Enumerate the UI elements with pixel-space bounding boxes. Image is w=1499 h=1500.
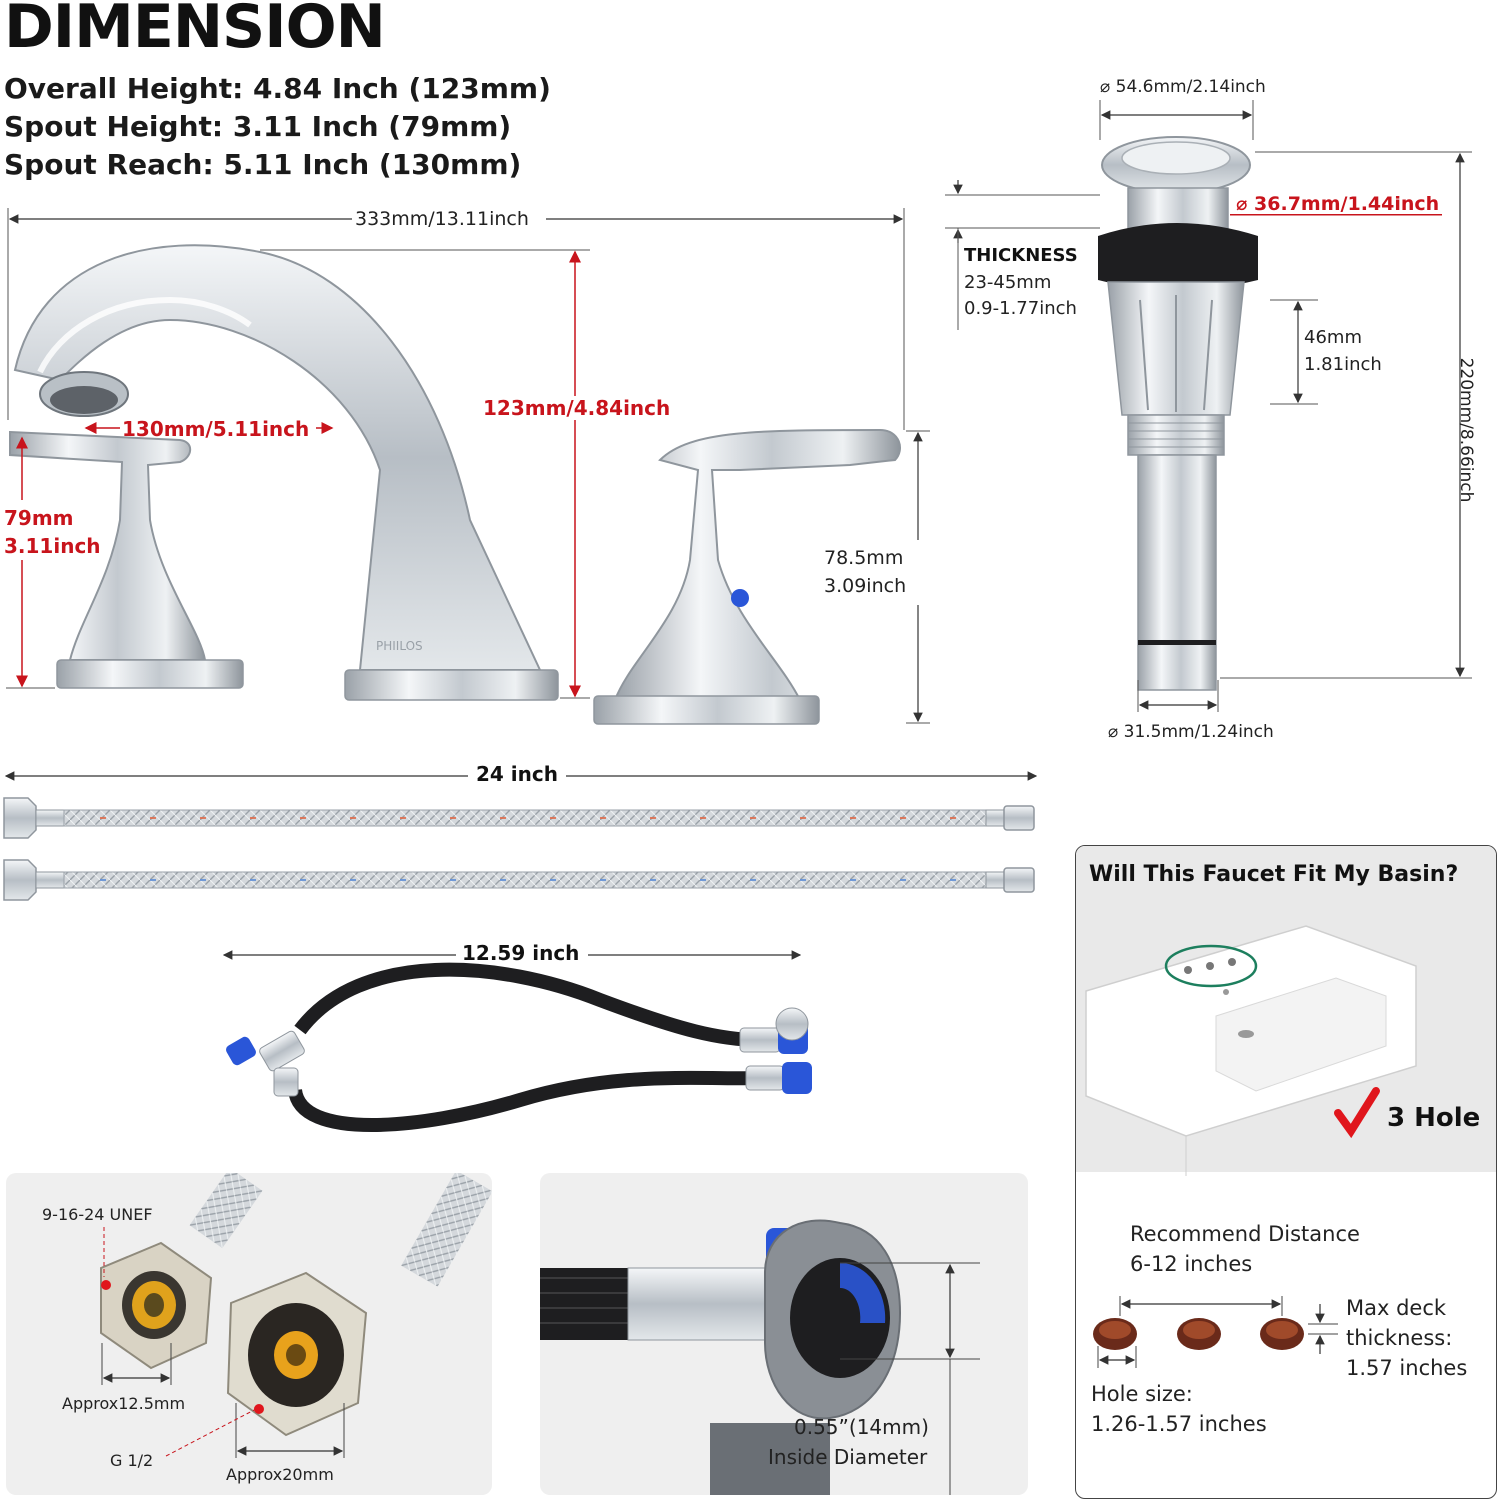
- drain-top-diameter-label: ⌀ 54.6mm/2.14inch: [1100, 77, 1266, 97]
- deck-value: 1.57 inches: [1346, 1356, 1468, 1380]
- thread-mm-label: 46mm: [1304, 327, 1362, 348]
- spec-spout-height: Spout Height: 3.11 Inch (79mm): [4, 110, 512, 143]
- hole-size-value: 1.26-1.57 inches: [1091, 1412, 1267, 1436]
- hole-size-title: Hole size:: [1091, 1382, 1193, 1406]
- drain-inner-diameter-label: ⌀ 36.7mm/1.44inch: [1236, 193, 1440, 215]
- basin-question: Will This Faucet Fit My Basin?: [1089, 862, 1459, 887]
- thickness-title: THICKNESS: [964, 245, 1078, 266]
- pipe-spec-label: G 1/2: [110, 1451, 154, 1470]
- right-height-in-label: 3.09inch: [824, 575, 907, 597]
- drain-bottom-diameter-label: ⌀ 31.5mm/1.24inch: [1108, 722, 1274, 742]
- recommend-value: 6-12 inches: [1130, 1252, 1253, 1276]
- overall-height-label: 123mm/4.84inch: [483, 396, 671, 420]
- supply-length-label: 24 inch: [476, 762, 558, 786]
- inside-diameter-caption: Inside Diameter: [768, 1445, 928, 1469]
- brand-label: PHIILOS: [376, 639, 423, 653]
- faucet-width-label: 333mm/13.11inch: [355, 208, 529, 230]
- reach-label: 130mm/5.11inch: [122, 417, 310, 441]
- handle-height-dimension: [6, 436, 55, 689]
- deck-title-2: thickness:: [1346, 1326, 1453, 1350]
- basin-fit-card: Will This Faucet Fit My Basin? 3 Hole Re…: [1075, 845, 1497, 1499]
- right-handle-height-dimension: [906, 430, 930, 724]
- spec-overall-height: Overall Height: 4.84 Inch (123mm): [4, 72, 551, 105]
- handle-height-mm-label: 79mm: [4, 506, 74, 530]
- right-height-mm-label: 78.5mm: [824, 547, 904, 569]
- detail-panel-inside-diameter: 0.55”(14mm) Inside Diameter: [540, 1173, 1028, 1495]
- size-large-label: Approx20mm: [226, 1465, 334, 1484]
- connector-length-label: 12.59 inch: [462, 941, 580, 965]
- faucet-width-dimension: [7, 208, 905, 430]
- inside-diameter-value: 0.55”(14mm): [794, 1415, 929, 1439]
- inside-diameter-illustration: [540, 1219, 980, 1495]
- cold-indicator-icon: [731, 589, 749, 607]
- hole-count-label: 3 Hole: [1387, 1103, 1481, 1133]
- basin-illustration: [1085, 925, 1417, 1368]
- thread-in-label: 1.81inch: [1304, 354, 1382, 375]
- check-icon: [1334, 1087, 1380, 1139]
- recommend-title: Recommend Distance: [1130, 1222, 1360, 1246]
- spec-spout-reach: Spout Reach: 5.11 Inch (130mm): [4, 148, 522, 181]
- thickness-mm-label: 23-45mm: [964, 272, 1052, 293]
- handle-height-in-label: 3.11inch: [4, 534, 101, 558]
- overall-height-dimension: [260, 249, 590, 699]
- connector-hose: [226, 962, 812, 1132]
- drain-height-dimension: [1220, 151, 1472, 679]
- thread-length-dimension: [1270, 299, 1318, 405]
- left-handle: [9, 430, 244, 689]
- deck-title: Max deck: [1346, 1296, 1447, 1320]
- supply-hose-cold: [3, 859, 1035, 901]
- detail-panel-fittings: 9-16-24 UNEF Approx12.5mm G 1/2 Approx20…: [6, 1173, 492, 1495]
- drain-height-label: 220mm/8.66inch: [1456, 357, 1476, 503]
- size-small-label: Approx12.5mm: [62, 1394, 186, 1413]
- page-title: DIMENSION: [4, 0, 386, 62]
- supply-hose-hot: [3, 797, 1035, 839]
- fittings-illustration: [100, 1173, 492, 1458]
- drain-bottom-dimension: [1137, 680, 1219, 712]
- drain-thickness-dimension: [945, 180, 1100, 330]
- right-handle: [593, 428, 901, 725]
- thickness-in-label: 0.9-1.77inch: [964, 298, 1077, 319]
- thread-spec-label: 9-16-24 UNEF: [42, 1205, 153, 1224]
- pop-up-drain: [1098, 100, 1442, 691]
- faucet-spout: [13, 244, 559, 701]
